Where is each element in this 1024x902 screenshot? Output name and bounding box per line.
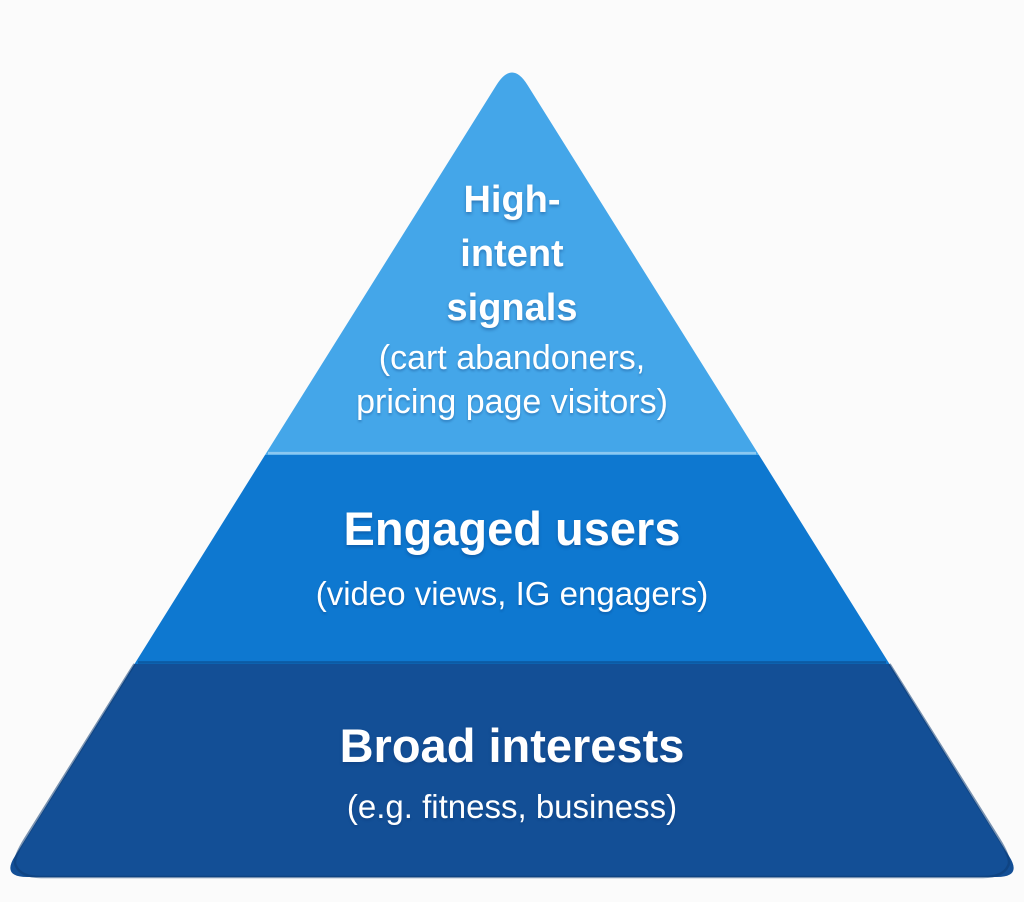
tier-middle-subtitle: (video views, IG engagers) (315, 575, 709, 612)
tier-bottom-outline (13, 663, 1011, 879)
tier-top-title-line-2: intent (460, 233, 564, 275)
tier-top-subtitle: (cart abandoners, pricing page visitors) (0, 336, 1024, 424)
tier-bottom-subtitle: (e.g. fitness, business) (346, 788, 678, 825)
tier-top-subtitle-line-2: pricing page visitors) (356, 383, 668, 421)
tier-top-title-line-1: High- (463, 179, 561, 221)
tier-top-title: High- intent signals (0, 173, 1024, 335)
tier-bottom-title: Broad interests (339, 719, 685, 772)
tier-middle-shape (134, 455, 890, 664)
tier-middle-title: Engaged users (343, 502, 681, 555)
tier-top-subtitle-line-1: (cart abandoners, (378, 339, 646, 377)
tier-top-title-line-3: signals (446, 287, 578, 329)
tier-bottom-shape (10, 664, 1014, 877)
tier-top-shape (265, 72, 759, 455)
